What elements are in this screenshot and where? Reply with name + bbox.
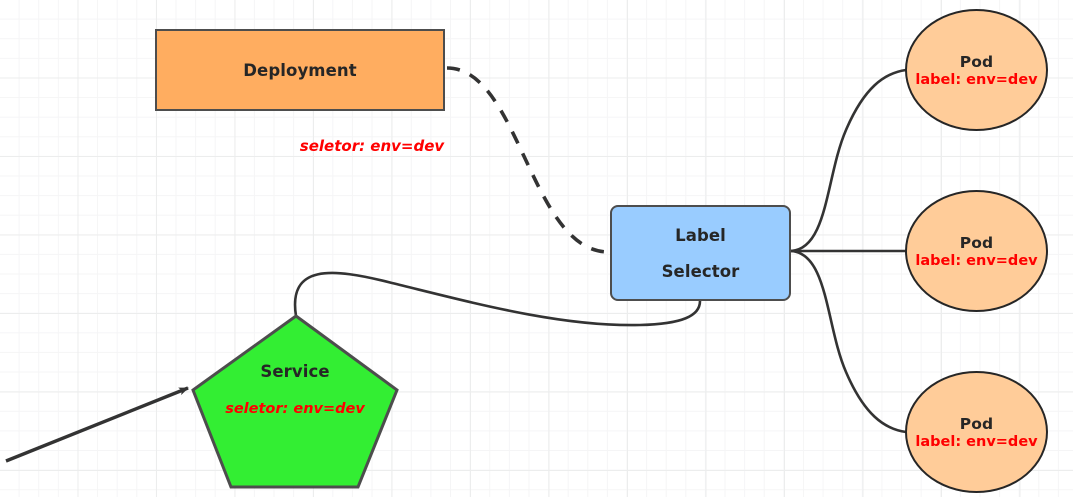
edge-label-selector-to-pod-1 bbox=[789, 68, 908, 253]
node-pod-1-label: Pod bbox=[959, 52, 994, 71]
node-label-selector-line1: Label bbox=[675, 225, 726, 245]
node-pod-2-label: Pod bbox=[959, 233, 994, 252]
node-pod-3-label: Pod bbox=[959, 414, 994, 433]
node-service[interactable]: Service seletor: env=dev bbox=[190, 314, 400, 490]
node-pod-2[interactable]: Pod label: env=dev bbox=[905, 190, 1048, 312]
node-pod-2-selector: label: env=dev bbox=[915, 252, 1038, 269]
node-pod-1-selector: label: env=dev bbox=[915, 71, 1038, 88]
node-service-label: Service bbox=[260, 362, 330, 381]
edge-label-selector-to-pod-3 bbox=[789, 249, 908, 434]
node-service-selector: seletor: env=dev bbox=[225, 401, 365, 417]
node-pod-3[interactable]: Pod label: env=dev bbox=[905, 371, 1048, 493]
deployment-selector-caption: seletor: env=dev bbox=[299, 137, 445, 155]
node-deployment-label: Deployment bbox=[243, 60, 357, 80]
node-pod-3-selector: label: env=dev bbox=[915, 433, 1038, 450]
node-label-selector-line2: Selector bbox=[661, 261, 740, 281]
edge-external-to-service bbox=[5, 386, 189, 463]
node-deployment[interactable]: Deployment bbox=[155, 29, 445, 111]
node-pod-1[interactable]: Pod label: env=dev bbox=[905, 9, 1048, 131]
node-label-selector[interactable]: Label Selector bbox=[610, 205, 791, 301]
edge-deployment-to-label-selector bbox=[446, 66, 610, 254]
service-pentagon-shape bbox=[191, 314, 399, 489]
edge-service-to-label-selector bbox=[293, 271, 702, 327]
